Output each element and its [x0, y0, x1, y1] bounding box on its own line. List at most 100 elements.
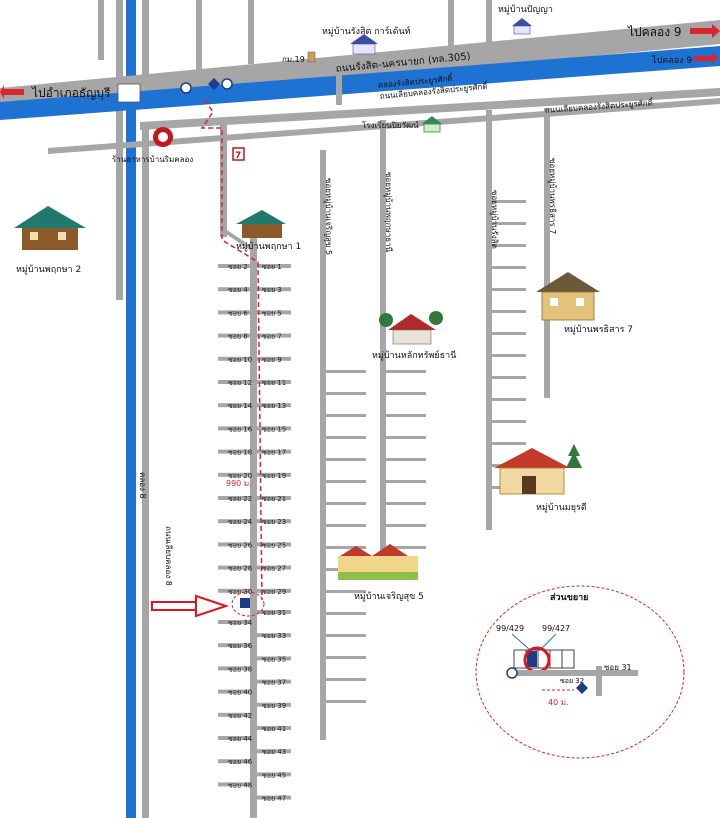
- village-panya: หมู่บ้านปัญญา: [498, 4, 553, 15]
- soi-label-right: ซอย 35: [262, 655, 286, 663]
- side-branch: [492, 354, 526, 357]
- soi-label-right: ซอย 17: [262, 449, 286, 457]
- soi-branch-left: [218, 689, 250, 694]
- side-branch: [326, 678, 366, 681]
- side-branch: [326, 414, 366, 417]
- soi-branch-left: [218, 310, 250, 315]
- soi-branch-right: [257, 679, 291, 684]
- soi-branch-right: [257, 565, 291, 570]
- soi-label-left: ซอย 46: [228, 758, 253, 766]
- soi-branch-right: [257, 310, 291, 315]
- soi-label-right: ซอย 25: [262, 541, 286, 549]
- top-road-2: [196, 0, 202, 82]
- inset-soi31: ซอย 31: [604, 663, 632, 672]
- pruksa-entrance-road: [220, 125, 227, 237]
- soi-5-road: [320, 150, 326, 740]
- soi-label-left: ซอย 34: [228, 619, 253, 627]
- soi-branch-left: [218, 542, 250, 547]
- house-charoensuk-icon: [338, 544, 418, 580]
- soi-branch-right: [257, 519, 291, 524]
- side-branch: [326, 700, 366, 703]
- village-mayura: หมู่บ้านมยุรดี: [536, 502, 587, 513]
- soi-branch-right: [257, 264, 291, 268]
- house-pornthisan-icon: [536, 272, 600, 321]
- soi-phruksa-label: ซอยหมู่บ้านพฤกษาธานี: [383, 172, 393, 253]
- km-marker: กม.19: [282, 55, 305, 64]
- soi-label-left: ซอย 38: [228, 665, 252, 673]
- school-icon: [422, 116, 442, 133]
- soi-label-left: ซอย 12: [228, 379, 252, 387]
- soi-branch-left: [218, 712, 250, 717]
- side-branch: [386, 524, 426, 527]
- village-pruksa2: หมู่บ้านพฤกษา 2: [16, 264, 81, 275]
- side-branch: [492, 288, 526, 291]
- inset-title: ส่วนขยาย: [550, 592, 588, 603]
- soi-label-left: ซอย 8: [228, 333, 248, 341]
- soi-branch-left: [218, 565, 250, 570]
- soi-branch-left: [218, 643, 250, 648]
- soi-label-right: ซอย 45: [262, 771, 286, 779]
- side-branch: [492, 266, 526, 269]
- side-branch: [492, 332, 526, 335]
- soi-phruksa-road: [380, 120, 386, 560]
- side-branch: [386, 370, 426, 373]
- soi-label-right: ซอย 27: [262, 565, 286, 573]
- side-branch: [326, 392, 366, 395]
- side-branch: [326, 590, 366, 593]
- soi-branch-right: [257, 749, 291, 754]
- side-branch: [386, 546, 426, 549]
- village-pruksa1: หมู่บ้านพฤกษา 1: [236, 241, 301, 252]
- soi-7-label: ซอยหมู่บ้านพรธิสาร 7: [547, 158, 557, 234]
- soi-branch-left: [218, 759, 250, 764]
- soi-label-right: ซอย 7: [262, 333, 282, 341]
- side-branch: [492, 244, 526, 247]
- soi-label-right: ซอย 43: [262, 748, 286, 756]
- side-branch: [386, 414, 426, 417]
- route-line: [200, 99, 263, 601]
- soi-branch-left: [218, 403, 250, 408]
- soi-label-left: ซอย 40: [228, 689, 252, 697]
- soi-branch-left: [218, 666, 250, 671]
- arrow-right-icon: [694, 53, 719, 63]
- khlong8-road-left: [116, 0, 123, 300]
- pruksa-main-soi: [250, 232, 257, 818]
- side-branch: [326, 502, 366, 505]
- soi-rang-label: ซอยหมู่บ้านรังสิต: [489, 190, 499, 249]
- soi-label-right: ซอย 29: [262, 588, 286, 596]
- soi-label-left: ซอย 36: [228, 642, 253, 650]
- soi-label-right: ซอย 41: [262, 725, 286, 733]
- soi-branch-left: [218, 782, 250, 787]
- soi-label-right: ซอย 5: [262, 309, 282, 317]
- side-branch: [326, 458, 366, 461]
- soi-branch-right: [257, 656, 291, 661]
- restaurant-icon: [153, 127, 173, 147]
- soi-label-left: ซอย 30: [228, 588, 252, 596]
- soi-branch-right: [257, 380, 291, 384]
- side-branch: [326, 370, 366, 373]
- soi-label-right: ซอย 19: [262, 472, 286, 480]
- top-road-4: [336, 60, 342, 105]
- soi-branch-left: [218, 736, 250, 740]
- km-post-icon: [307, 51, 316, 63]
- soi-branch-right: [257, 795, 291, 800]
- soi-branch-left: [218, 356, 250, 361]
- side-branch: [386, 458, 426, 461]
- village-rangsit-garden: หมู่บ้านรังสิต การ์เด้นท์: [322, 25, 411, 37]
- soi-label-left: ซอย 2: [228, 263, 248, 271]
- soi-branch-left: [218, 287, 250, 292]
- inset-house-a: 99/429: [496, 624, 524, 633]
- direction-khlong9-bottom: ไปคลอง 9: [651, 55, 692, 66]
- soi-branch-right: [257, 449, 291, 454]
- soi-branch-left: [218, 264, 250, 268]
- soi-label-right: ซอย 47: [262, 795, 286, 803]
- inset-distance: 40 ม.: [548, 698, 569, 707]
- house-lakthong-icon: [379, 311, 443, 345]
- destination-arrow-icon: [151, 594, 230, 618]
- side-branch: [492, 442, 526, 445]
- soi-branch-right: [257, 333, 291, 338]
- inset-house-b: 99/427: [542, 624, 570, 633]
- soi-branch-right: [257, 726, 291, 730]
- house-mayura-icon: [494, 444, 582, 495]
- soi-branch-right: [257, 356, 291, 361]
- side-branch: [386, 436, 426, 439]
